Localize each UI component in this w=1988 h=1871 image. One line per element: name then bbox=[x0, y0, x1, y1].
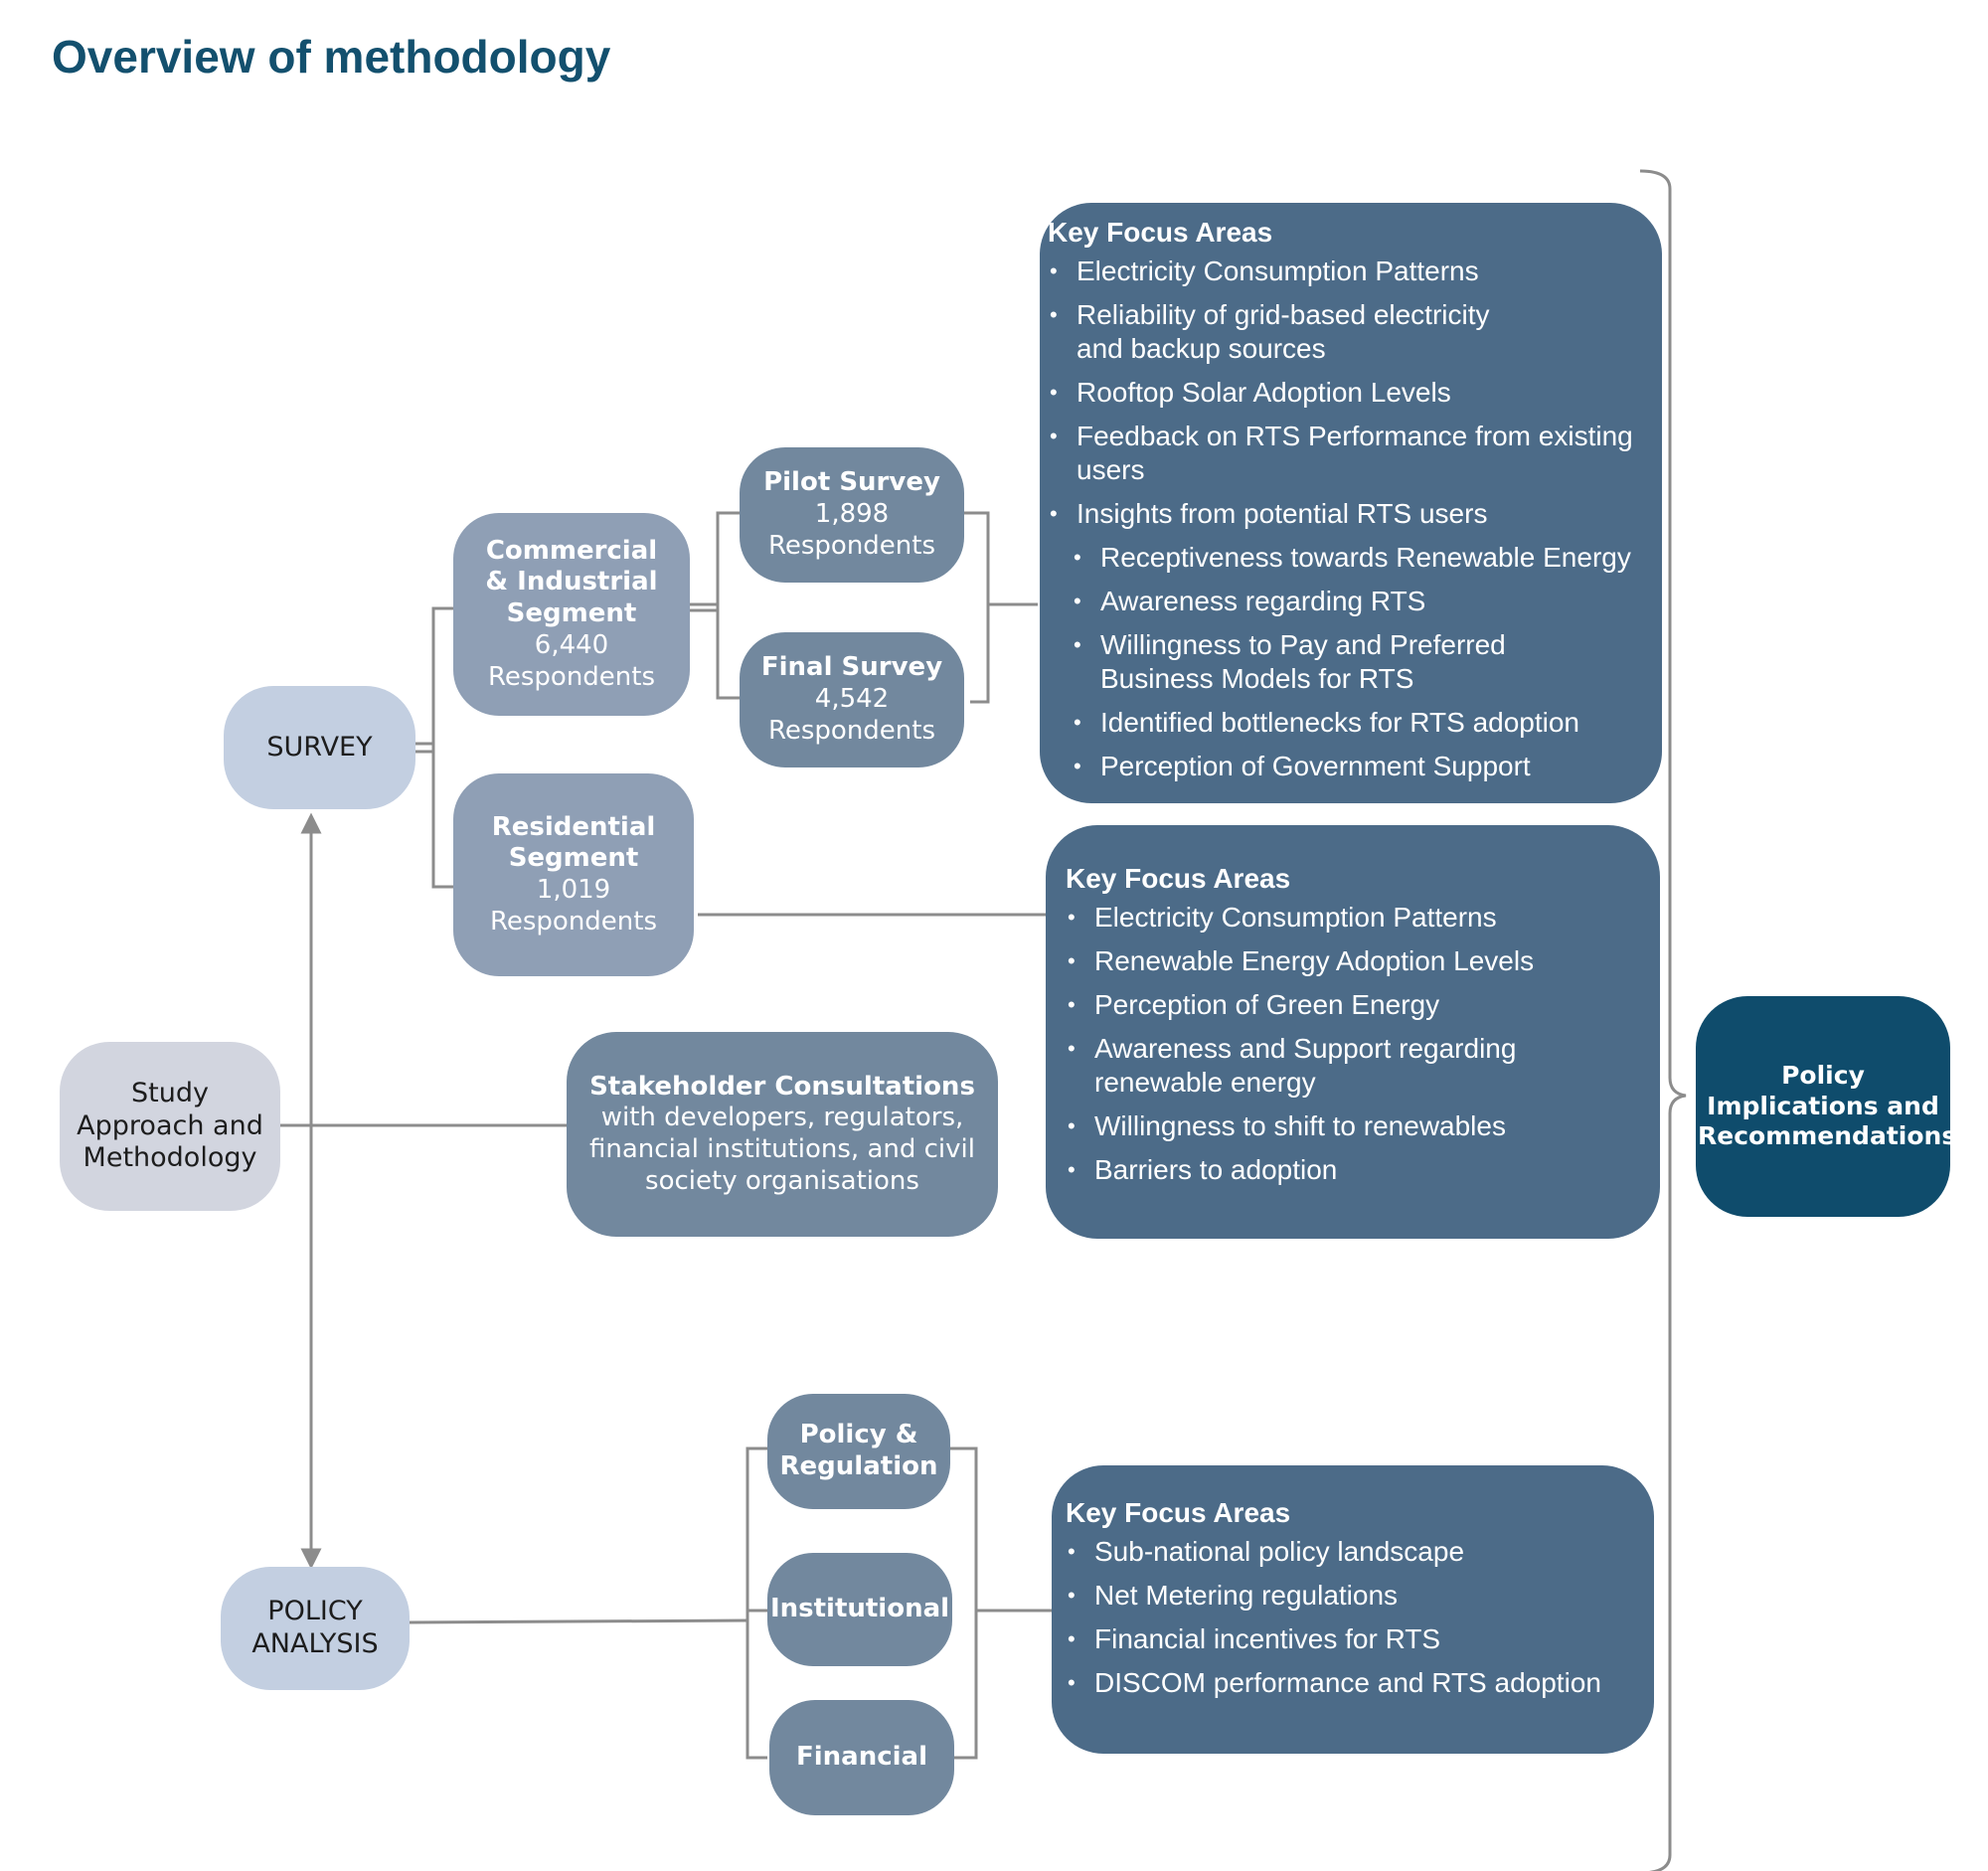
institutional-label: Institutional bbox=[769, 1594, 950, 1624]
policy-focus-item: DISCOM performance and RTS adoption bbox=[1066, 1666, 1634, 1700]
final-survey-count: 4,542 bbox=[814, 684, 890, 715]
residential-key-focus-box: Key Focus Areas Electricity Consumption … bbox=[1046, 825, 1660, 1239]
survey-node: SURVEY bbox=[224, 686, 415, 809]
ci-focus-subitem: Willingness to Pay and Preferred Busines… bbox=[1072, 628, 1652, 696]
financial-node: Financial bbox=[769, 1700, 954, 1815]
residential-segment-unit: Respondents bbox=[489, 906, 658, 936]
survey-label: SURVEY bbox=[266, 731, 373, 763]
institutional-node: Institutional bbox=[767, 1553, 952, 1666]
ci-focus-item: Insights from potential RTS users bbox=[1048, 497, 1652, 531]
ci-key-focus-box: Key Focus Areas Electricity Consumption … bbox=[1040, 203, 1662, 803]
stakeholder-title: Stakeholder Consultations bbox=[589, 1071, 975, 1102]
survey-segment-bracket bbox=[415, 606, 453, 889]
pilot-survey-title: Pilot Survey bbox=[763, 467, 940, 498]
policy-implications-label: Policy Implications and Recommendations bbox=[1698, 1061, 1957, 1151]
financial-label: Financial bbox=[795, 1742, 928, 1773]
residential-segment-node: Residential Segment 1,019 Respondents bbox=[453, 773, 694, 976]
ci-focus-subitem: Perception of Government Support bbox=[1072, 750, 1652, 783]
ci-segment-title: Commercial & Industrial Segment bbox=[485, 535, 658, 629]
policy-focus-item: Sub-national policy landscape bbox=[1066, 1535, 1634, 1569]
residential-focus-item: Perception of Green Energy bbox=[1066, 988, 1636, 1022]
survey-focus-bracket bbox=[964, 511, 1038, 704]
ci-key-focus-heading: Key Focus Areas bbox=[1048, 217, 1273, 248]
policy-analysis-label: POLICY ANALYSIS bbox=[251, 1596, 379, 1659]
ci-segment-count: 6,440 bbox=[534, 629, 609, 660]
stakeholder-detail: with developers, regulators, financial i… bbox=[589, 1103, 975, 1196]
final-survey-unit: Respondents bbox=[767, 715, 936, 746]
final-survey-node: Final Survey 4,542 Respondents bbox=[740, 632, 964, 767]
policy-branch-bracket bbox=[746, 1446, 767, 1760]
ci-segment-node: Commercial & Industrial Segment 6,440 Re… bbox=[453, 513, 690, 716]
policy-implications-node: Policy Implications and Recommendations bbox=[1696, 996, 1957, 1217]
ci-focus-subitem: Identified bottlenecks for RTS adoption bbox=[1072, 706, 1652, 740]
policy-focus-item: Net Metering regulations bbox=[1066, 1579, 1634, 1613]
residential-focus-item: Renewable Energy Adoption Levels bbox=[1066, 944, 1636, 978]
policy-key-focus-heading: Key Focus Areas bbox=[1066, 1497, 1291, 1528]
residential-segment-count: 1,019 bbox=[536, 875, 611, 905]
ci-focus-subitem: Awareness regarding RTS bbox=[1072, 585, 1652, 618]
outcome-brace bbox=[1639, 169, 1687, 1871]
stakeholder-consultations-node: Stakeholder Consultations with developer… bbox=[567, 1032, 998, 1237]
policy-analysis-node: POLICY ANALYSIS bbox=[221, 1567, 410, 1690]
policy-focus-item: Financial incentives for RTS bbox=[1066, 1622, 1634, 1656]
ci-survey-bracket bbox=[690, 511, 740, 700]
residential-segment-title: Residential Segment bbox=[491, 811, 656, 874]
study-approach-label: Study Approach and Methodology bbox=[77, 1077, 263, 1174]
residential-focus-item: Barriers to adoption bbox=[1066, 1153, 1636, 1187]
ci-segment-unit: Respondents bbox=[487, 661, 656, 692]
policy-focus-bracket bbox=[950, 1446, 1052, 1760]
residential-key-focus-heading: Key Focus Areas bbox=[1066, 863, 1291, 894]
ci-focus-item: Feedback on RTS Performance from existin… bbox=[1048, 420, 1652, 487]
policy-regulation-label: Policy & Regulation bbox=[779, 1420, 938, 1481]
page-title: Overview of methodology bbox=[52, 31, 611, 83]
pilot-survey-node: Pilot Survey 1,898 Respondents bbox=[740, 447, 964, 583]
ci-focus-item: Reliability of grid-based electricity an… bbox=[1048, 298, 1652, 366]
ci-focus-subitem: Receptiveness towards Renewable Energy bbox=[1072, 541, 1652, 575]
pilot-survey-count: 1,898 bbox=[814, 499, 890, 530]
residential-focus-item: Electricity Consumption Patterns bbox=[1066, 901, 1636, 935]
ci-focus-item: Electricity Consumption Patterns bbox=[1048, 255, 1652, 288]
policy-key-focus-box: Key Focus Areas Sub-national policy land… bbox=[1052, 1465, 1654, 1754]
residential-focus-item: Awareness and Support regarding renewabl… bbox=[1066, 1032, 1636, 1100]
pilot-survey-unit: Respondents bbox=[767, 530, 936, 561]
final-survey-title: Final Survey bbox=[760, 652, 943, 683]
residential-focus-item: Willingness to shift to renewables bbox=[1066, 1109, 1636, 1143]
policy-regulation-node: Policy & Regulation bbox=[767, 1394, 950, 1509]
policy-to-branches-line bbox=[409, 1618, 748, 1624]
ci-focus-item: Rooftop Solar Adoption Levels bbox=[1048, 376, 1652, 410]
study-approach-node: Study Approach and Methodology bbox=[60, 1042, 280, 1211]
